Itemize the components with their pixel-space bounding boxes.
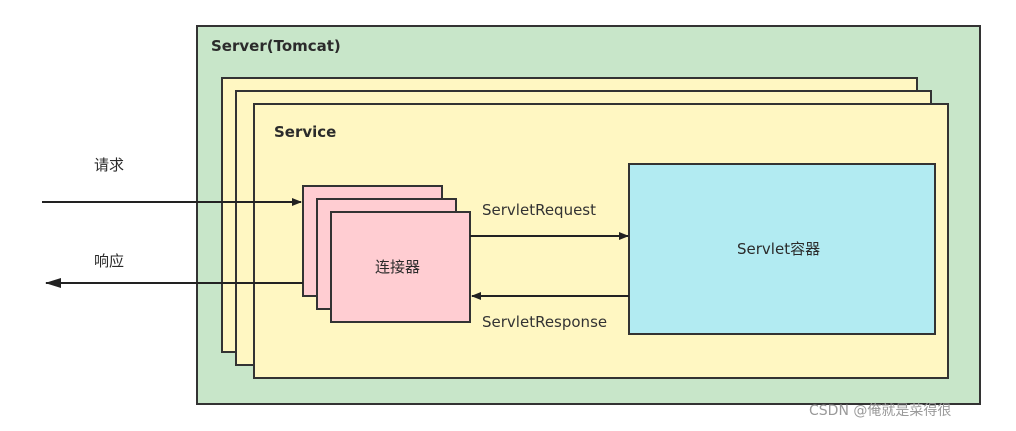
service-label: Service: [274, 123, 337, 141]
request-label: 请求: [94, 156, 125, 174]
server-label: Server(Tomcat): [211, 37, 341, 55]
response-label: 响应: [94, 252, 125, 270]
servlet-container-label: Servlet容器: [737, 240, 821, 258]
watermark: CSDN @俺就是菜得很: [809, 403, 952, 419]
connector-box: [330, 211, 471, 323]
servlet-request-label: ServletRequest: [482, 201, 597, 219]
servlet-response-label: ServletResponse: [482, 313, 608, 331]
connector-label: 连接器: [375, 258, 421, 276]
servlet-container-box: [628, 163, 936, 335]
